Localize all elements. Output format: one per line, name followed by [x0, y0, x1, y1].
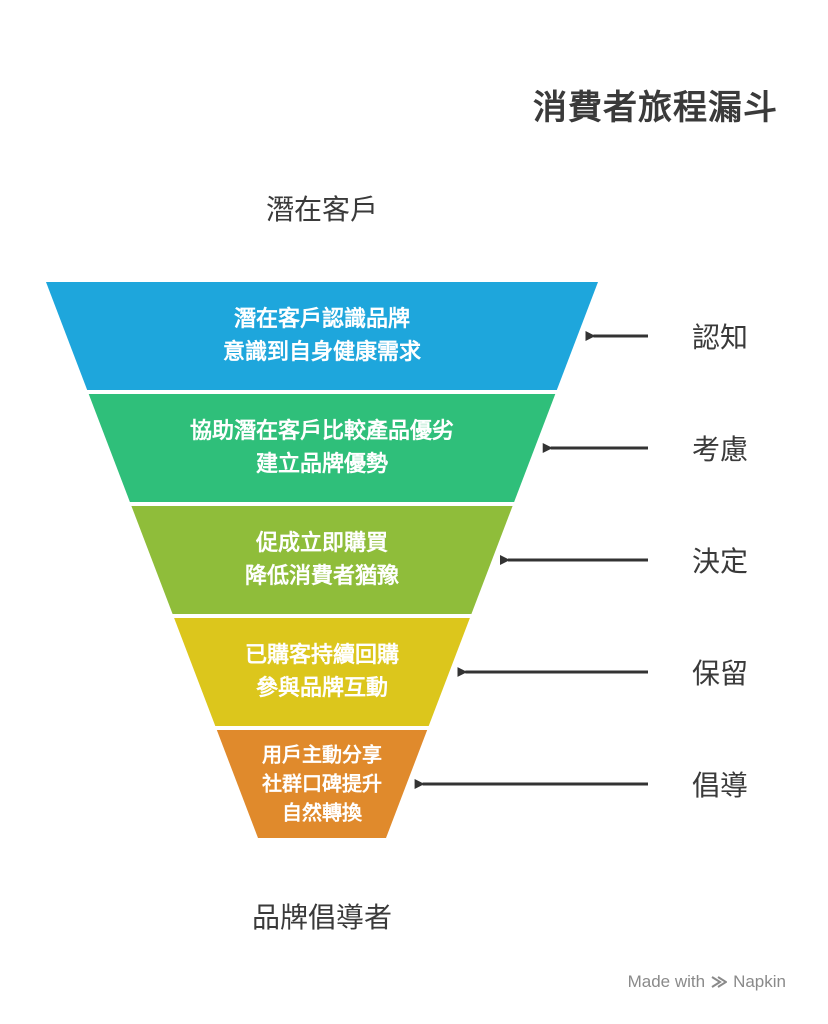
napkin-logo-icon	[711, 976, 728, 988]
stage-name-label: 倡導	[692, 769, 749, 802]
funnel-stage-text: 用戶主動分享社群口碑提升自然轉換	[262, 741, 382, 828]
funnel-stage-text-line: 潛在客戶認識品牌	[233, 307, 411, 332]
funnel-stage-text-line: 降低消費者猶豫	[244, 564, 400, 589]
funnel-stage-2	[88, 394, 556, 502]
funnel-stage-text-line: 已購客持續回購	[244, 643, 400, 668]
funnel-stage-text: 協助潛在客戶比較產品優劣建立品牌優勢	[190, 415, 454, 481]
stage-name-label: 保留	[692, 657, 749, 690]
funnel-stage-text: 已購客持續回購參與品牌互動	[245, 639, 399, 705]
stage-name-label: 認知	[692, 321, 749, 354]
diagram-title: 消費者旅程漏斗	[533, 88, 778, 128]
funnel-stage-text-line: 促成立即購買	[255, 531, 389, 556]
funnel-stage-text-line: 協助潛在客戶比較產品優劣	[189, 419, 455, 444]
funnel-top-label: 潛在客戶	[265, 193, 379, 226]
funnel-stage-1	[46, 282, 598, 390]
funnel-stage-4	[174, 618, 470, 726]
funnel-bottom-label: 品牌倡導者	[251, 901, 393, 934]
watermark-prefix: Made with	[627, 972, 706, 991]
funnel-stage-text-line: 參與品牌互動	[255, 676, 389, 701]
funnel-stage-text-line: 建立品牌優勢	[255, 452, 389, 477]
funnel-stage-text-line: 自然轉換	[282, 800, 362, 825]
stage-name-label: 考慮	[692, 433, 749, 466]
funnel-stage-text-line: 用戶主動分享	[262, 742, 382, 767]
funnel-stage-text: 潛在客戶認識品牌意識到自身健康需求	[223, 303, 421, 369]
funnel-stage-text-line: 意識到自身健康需求	[222, 340, 422, 365]
funnel-stage-text: 促成立即購買降低消費者猶豫	[245, 527, 399, 593]
stage-name-label: 決定	[692, 545, 749, 578]
funnel-stage-3	[131, 506, 513, 614]
funnel-stage-5	[216, 730, 428, 838]
made-with-napkin-watermark[interactable]: Made with Napkin	[628, 972, 786, 992]
watermark-brand: Napkin	[733, 972, 786, 991]
funnel-stage-text-line: 社群口碑提升	[262, 771, 382, 796]
